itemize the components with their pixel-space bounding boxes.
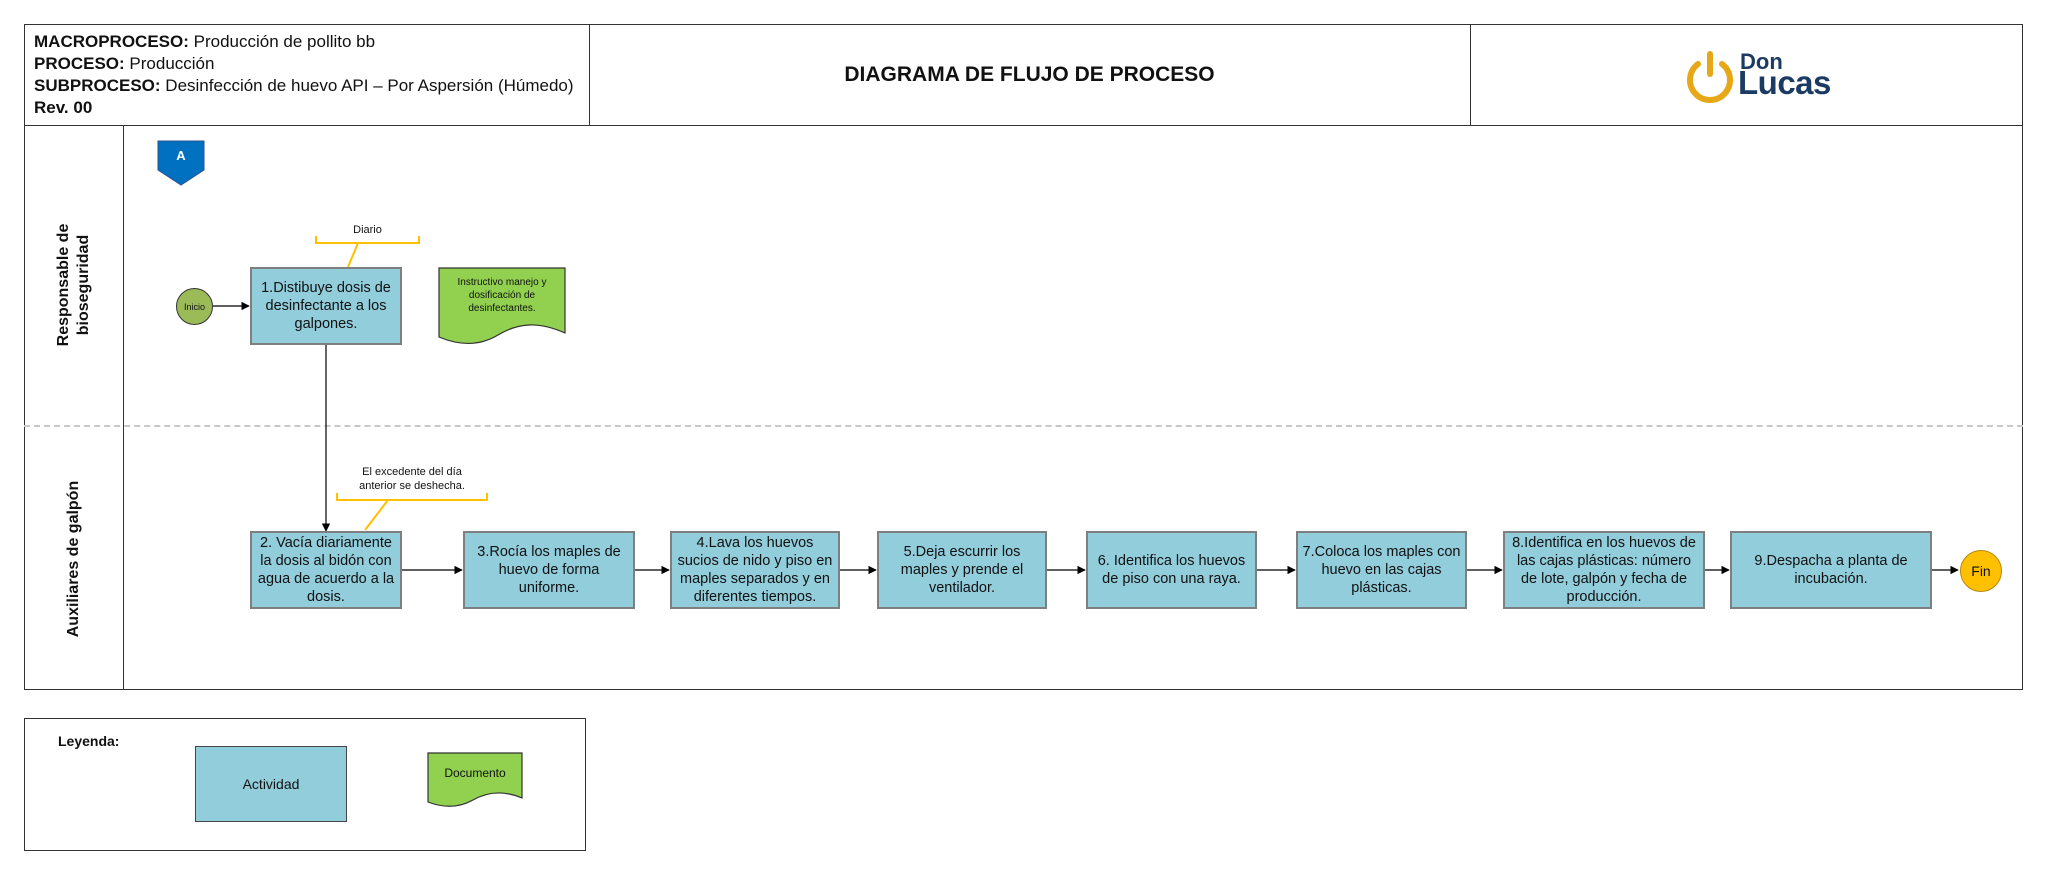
offpage-connector-label: A [176,148,186,163]
process-step-8: 8.Identifica en los huevos de las cajas … [1503,531,1705,609]
macroproceso-value: Producción de pollito bb [188,32,376,51]
process-step-6: 6. Identifica los huevos de piso con una… [1086,531,1257,609]
power-logo-icon [1687,51,1733,103]
lane-divider [24,425,2023,427]
subproceso-line: SUBPROCESO: Desinfección de huevo API – … [34,75,574,97]
revision-label: Rev. 00 [34,98,93,117]
note-line: El excedente del día [362,466,462,478]
process-step-2: 2. Vacía diariamente la dosis al bidón c… [250,531,402,609]
macroproceso-label: MACROPROCESO: [34,32,189,51]
proceso-label: PROCESO: [34,54,125,73]
subproceso-value: Desinfección de huevo API – Por Aspersió… [160,76,574,95]
macroproceso-line: MACROPROCESO: Producción de pollito bb [34,31,375,53]
document-line: Instructivo manejo y [457,277,547,288]
swimlane-frame [24,126,2023,690]
header-divider [1470,24,1471,126]
process-step-7: 7.Coloca los maples con huevo en las caj… [1296,531,1467,609]
process-step-5: 5.Deja escurrir los maples y prende el v… [877,531,1047,609]
offpage-connector-shape [157,140,205,186]
legend-title: Leyenda: [58,733,120,749]
process-step-1: 1.Distibuye dosis de desinfectante a los… [250,267,402,345]
start-node [176,288,213,325]
header-divider [589,24,590,126]
document-shape [438,267,566,345]
logo-text-lucas: Lucas [1738,64,1831,101]
document-line: dosificación de [468,290,536,301]
process-step-4: 4.Lava los huevos sucios de nido y piso … [670,531,840,609]
proceso-value: Producción [124,54,215,73]
legend-document-shape [427,752,523,807]
document-label: Instructivo manejo y dosificación de des… [442,276,562,315]
note-frequency: Diario [353,224,382,236]
note-line: anterior se deshecha. [359,480,465,492]
subproceso-label: SUBPROCESO: [34,76,161,95]
legend-activity-box: Actividad [195,746,347,822]
proceso-line: PROCESO: Producción [34,53,214,75]
legend-frame [24,718,586,851]
document-line: desinfectantes. [468,303,536,314]
process-step-9: 9.Despacha a planta de incubación. [1730,531,1932,609]
page-title: DIAGRAMA DE FLUJO DE PROCESO [844,63,1215,86]
start-label: Inicio [183,301,205,312]
logo-text-don: Don [1740,49,1783,74]
note-excess: El excedente del día anterior se deshech… [337,465,487,493]
process-step-3: 3.Rocía los maples de huevo de forma uni… [463,531,635,609]
lane-label-divider [123,126,124,690]
legend-document-label: Documento [444,766,506,780]
end-node [1960,550,2002,592]
header-frame [24,24,2023,126]
end-label: Fin [1971,563,1991,579]
